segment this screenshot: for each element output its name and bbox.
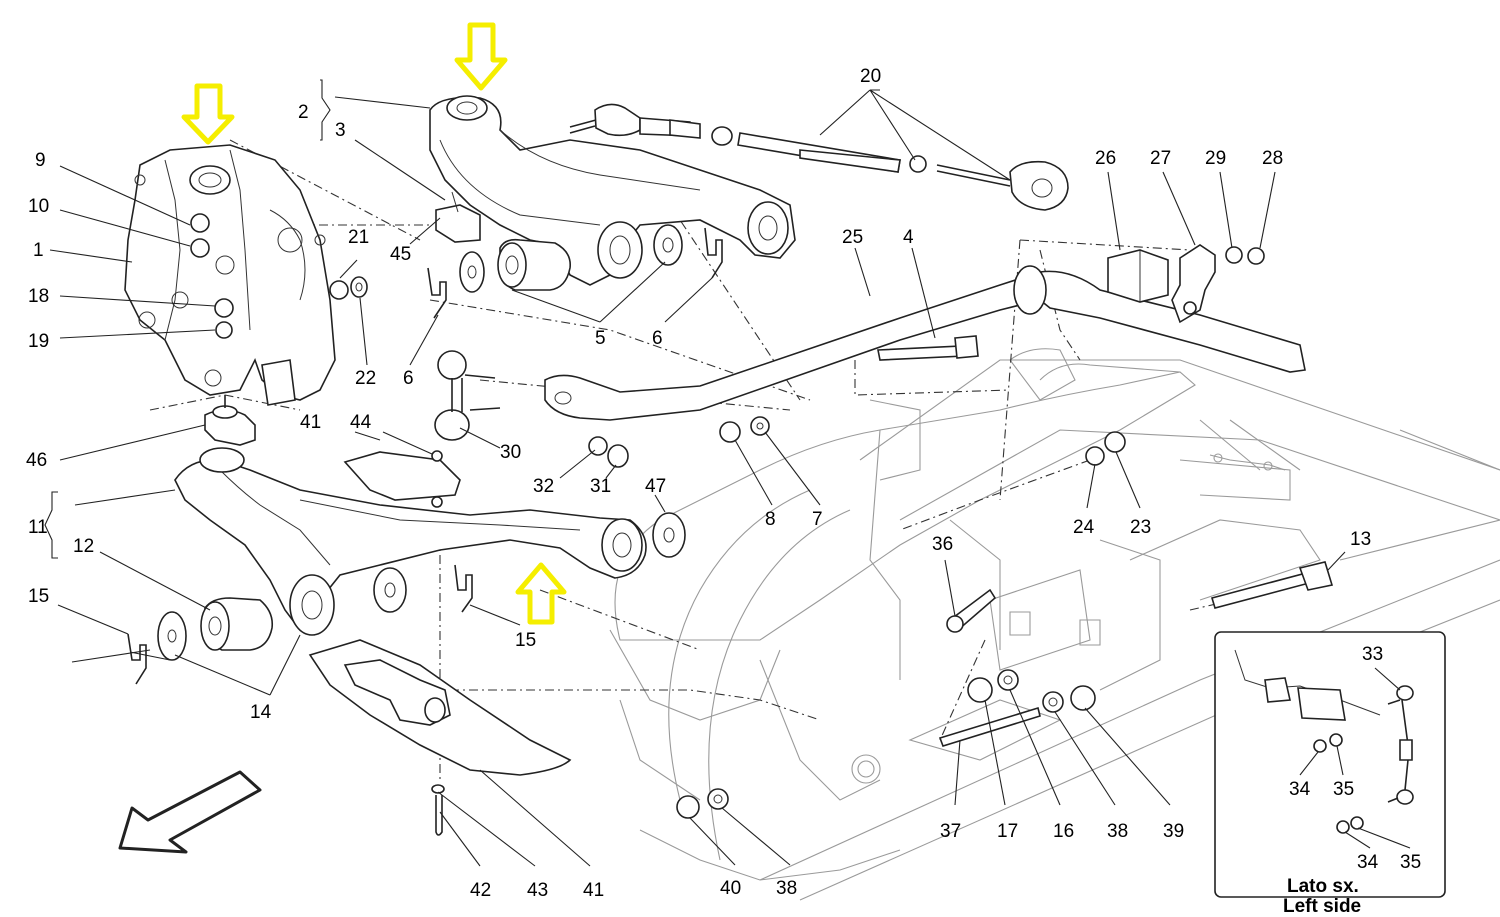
callout-44: 44 bbox=[350, 412, 372, 433]
callout-29: 29 bbox=[1205, 148, 1226, 169]
yellow-arrow-upper-arm-bushing bbox=[454, 22, 508, 91]
brake-line-bracket bbox=[343, 450, 461, 508]
callout-12: 12 bbox=[73, 536, 94, 557]
callout-6-right: 6 bbox=[652, 328, 663, 349]
steering-knuckle bbox=[124, 144, 336, 406]
callout-37: 37 bbox=[940, 821, 961, 842]
subframe-bushings-7-8 bbox=[719, 416, 770, 443]
callout-6-left: 6 bbox=[403, 368, 414, 389]
underbody-shield bbox=[308, 639, 572, 836]
yellow-arrow-lower-arm bbox=[515, 562, 567, 625]
callout-45: 45 bbox=[390, 244, 411, 265]
callout-46: 46 bbox=[26, 450, 47, 471]
callout-34-top: 34 bbox=[1289, 779, 1311, 800]
lower-arm-bushing-set bbox=[157, 512, 686, 661]
callout-31: 31 bbox=[590, 476, 611, 497]
callout-21: 21 bbox=[348, 227, 369, 248]
inset-title-english: Left side bbox=[1283, 896, 1361, 912]
callout-41-top: 41 bbox=[300, 412, 321, 433]
callout-3: 3 bbox=[335, 120, 346, 141]
callout-20: 20 bbox=[860, 66, 881, 87]
callout-36: 36 bbox=[932, 534, 953, 555]
anti-roll-bar-mount bbox=[1107, 244, 1265, 324]
callout-32: 32 bbox=[533, 476, 554, 497]
callout-labels: 2 3 20 9 10 1 18 19 21 45 22 6 5 6 25 4 … bbox=[26, 66, 1421, 917]
callout-17: 17 bbox=[997, 821, 1018, 842]
callout-38-right: 38 bbox=[1107, 821, 1128, 842]
callout-9: 9 bbox=[35, 150, 46, 171]
callout-28: 28 bbox=[1262, 148, 1283, 169]
callout-19: 19 bbox=[28, 331, 49, 352]
callout-39: 39 bbox=[1163, 821, 1184, 842]
leader-lines bbox=[44, 79, 1346, 867]
inset-title-italian: Lato sx. bbox=[1287, 876, 1359, 897]
callout-7: 7 bbox=[812, 509, 823, 530]
lower-ball-joint bbox=[204, 395, 256, 446]
callout-23: 23 bbox=[1130, 517, 1151, 538]
callout-16: 16 bbox=[1053, 821, 1074, 842]
upper-arm-bushing-set bbox=[329, 191, 683, 300]
callout-8: 8 bbox=[765, 509, 776, 530]
callout-43: 43 bbox=[527, 880, 548, 901]
toe-link-tie-rod bbox=[569, 103, 1069, 211]
callout-42: 42 bbox=[470, 880, 491, 901]
callout-40: 40 bbox=[720, 878, 741, 899]
callout-13: 13 bbox=[1350, 529, 1371, 550]
callout-47: 47 bbox=[645, 476, 666, 497]
callout-5: 5 bbox=[595, 328, 606, 349]
callout-2: 2 bbox=[298, 102, 309, 123]
callout-27: 27 bbox=[1150, 148, 1171, 169]
callout-11: 11 bbox=[28, 517, 48, 538]
callout-22: 22 bbox=[355, 368, 376, 389]
callout-10: 10 bbox=[28, 196, 49, 217]
lower-control-arm bbox=[174, 447, 647, 636]
callout-35-top: 35 bbox=[1333, 779, 1354, 800]
callout-35-bottom: 35 bbox=[1400, 852, 1421, 873]
callout-4: 4 bbox=[903, 227, 914, 248]
callout-41-bottom: 41 bbox=[583, 880, 604, 901]
callout-1: 1 bbox=[33, 240, 44, 261]
callout-18: 18 bbox=[28, 286, 49, 307]
upper-control-arm bbox=[429, 95, 796, 286]
callout-24: 24 bbox=[1073, 517, 1095, 538]
callout-30: 30 bbox=[500, 442, 521, 463]
subframe-bolts-and-mounts bbox=[676, 561, 1334, 819]
direction-arrow bbox=[118, 770, 262, 854]
callout-15-right: 15 bbox=[515, 630, 536, 651]
callout-25: 25 bbox=[842, 227, 863, 248]
anti-roll-bar bbox=[544, 265, 1306, 421]
yellow-arrow-knuckle-top bbox=[181, 83, 235, 145]
callout-15-left: 15 bbox=[28, 586, 49, 607]
anti-roll-bar-drop-link bbox=[434, 335, 979, 468]
callout-38-bottom: 38 bbox=[776, 878, 797, 899]
callout-34-bottom: 34 bbox=[1357, 852, 1379, 873]
callout-14: 14 bbox=[250, 702, 272, 723]
callout-33: 33 bbox=[1362, 644, 1383, 665]
callout-26: 26 bbox=[1095, 148, 1116, 169]
left-side-inset bbox=[1214, 631, 1446, 898]
